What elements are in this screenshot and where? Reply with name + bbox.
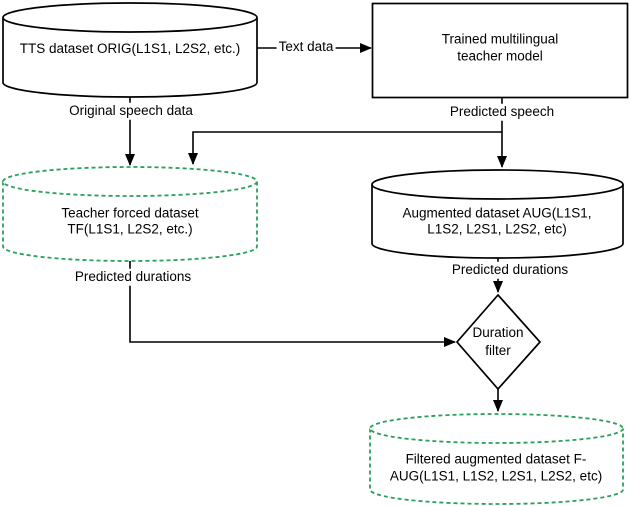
- aug-dataset-label-line1: Augmented dataset AUG(L1S1,: [402, 205, 592, 220]
- duration-filter-label-line1: Duration: [472, 325, 524, 340]
- tf-dataset-cylinder: [2, 166, 258, 262]
- faug-cylinder-top: [369, 413, 624, 444]
- teacher-model-label-line1: Trained multilingual: [441, 31, 559, 47]
- tf-dataset-label-line1: Teacher forced dataset: [61, 205, 199, 220]
- aug-cylinder-body: [371, 184, 624, 259]
- tf-dataset-label-line2: TF(L1S1, L2S2, etc.): [67, 221, 193, 237]
- duration-filter-diamond: [455, 293, 542, 391]
- orig-dataset-label: TTS dataset ORIG(L1S1, L2S2, etc.): [19, 40, 241, 56]
- text-data-edge-label: Text data: [276, 38, 336, 56]
- teacher-model-label: Trained multilingual teacher model: [442, 32, 559, 65]
- tf-cylinder-body: [2, 181, 258, 262]
- orig-cylinder-top: [2, 2, 258, 33]
- orig-dataset-cylinder: [2, 2, 258, 98]
- aug-dataset-label: Augmented dataset AUG(L1S1, L1S2, L2S1, …: [402, 205, 591, 238]
- tf-durations-arrow: [129, 261, 456, 347]
- duration-filter-label: Duration filter: [472, 324, 523, 360]
- teacher-model-label-line2: teacher model: [457, 48, 543, 63]
- teacher-model-box: [371, 2, 629, 99]
- aug-cylinder-top: [371, 169, 624, 200]
- aug-predicted-durations-edge-label: Predicted durations: [449, 261, 571, 279]
- duration-filter-label-line2: filter: [485, 343, 511, 358]
- tf-predicted-durations-edge-label: Predicted durations: [72, 268, 194, 286]
- faug-dataset-label-line2: AUG(L1S1, L1S2, L2S1, L2S2, etc): [389, 468, 603, 483]
- aug-dataset-label-line2: L1S2, L2S1, L2S2, etc): [427, 221, 567, 237]
- faug-dataset-label: Filtered augmented dataset F- AUG(L1S1, …: [390, 452, 602, 485]
- original-speech-edge-label: Original speech data: [67, 102, 195, 120]
- predicted-speech-edge-label: Predicted speech: [447, 103, 557, 121]
- faug-dataset-cylinder: [369, 413, 624, 505]
- aug-dataset-cylinder: [371, 169, 624, 259]
- tf-dataset-label: Teacher forced dataset TF(L1S1, L2S2, et…: [61, 205, 198, 238]
- orig-cylinder-body: [2, 17, 258, 98]
- faug-dataset-label-line1: Filtered augmented dataset F-: [405, 451, 587, 467]
- predicted-speech-branch-arrow: [188, 131, 502, 165]
- faug-cylinder-body: [369, 428, 624, 505]
- tf-cylinder-top: [2, 166, 258, 197]
